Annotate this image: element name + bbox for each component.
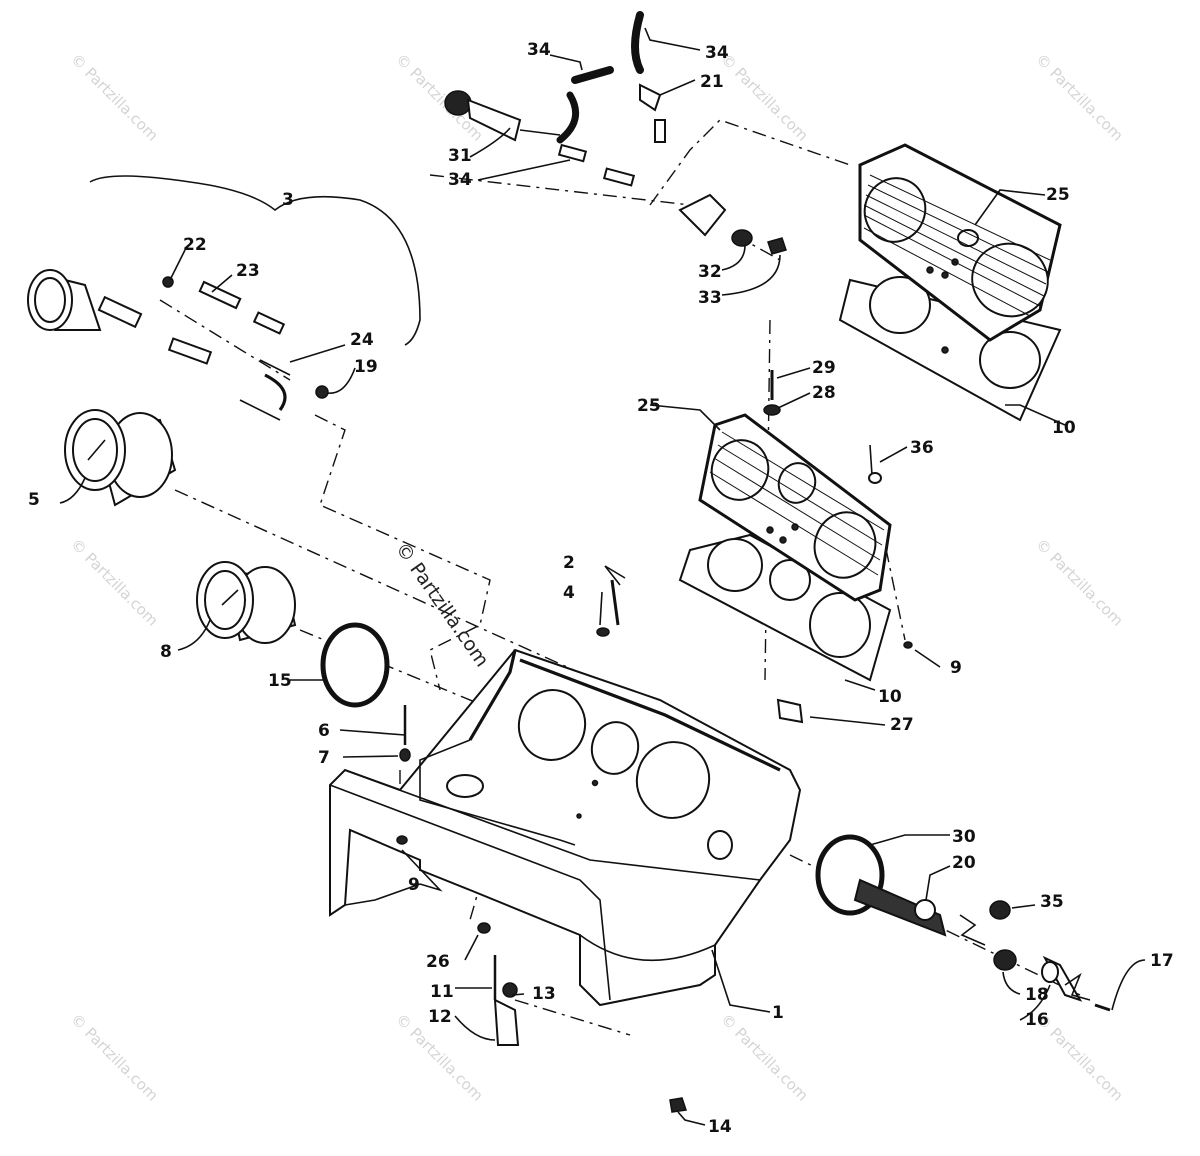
callout-c8: 8 (160, 642, 172, 662)
watermark-text: © Partzilla.com (1032, 535, 1127, 630)
callout-c36: 36 (910, 438, 934, 458)
console-body (329, 648, 802, 1007)
callout-c5: 5 (28, 490, 40, 510)
callout-c28: 28 (812, 383, 836, 403)
callout-c24: 24 (350, 330, 374, 350)
callout-c19: 19 (354, 357, 378, 377)
group-bracket (89, 175, 421, 346)
callout-c26: 26 (426, 952, 450, 972)
callout-c9a: 9 (950, 658, 962, 678)
callout-c27: 27 (890, 715, 914, 735)
fasteners (396, 370, 913, 1113)
callout-c25a: 25 (1046, 185, 1070, 205)
callout-c34c: 34 (448, 170, 472, 190)
watermark-text: © Partzilla.com (67, 1010, 162, 1105)
callout-c35: 35 (1040, 892, 1064, 912)
choke-assembly (444, 11, 787, 255)
watermark-text: © Partzilla.com (717, 1010, 812, 1105)
callout-c29: 29 (812, 358, 836, 378)
callout-c34b: 34 (705, 43, 729, 63)
callout-c16: 16 (1025, 1010, 1049, 1030)
grille-lines (863, 174, 1051, 317)
grille-lines-lower (709, 431, 885, 576)
callout-c18: 18 (1025, 985, 1049, 1005)
watermark-text: © Partzilla.com (392, 50, 487, 145)
callout-c14: 14 (708, 1117, 732, 1137)
callout-c23: 23 (236, 261, 260, 281)
callout-c9b: 9 (408, 875, 420, 895)
callout-c2: 2 (563, 553, 575, 573)
callout-c33: 33 (698, 288, 722, 308)
callout-c32: 32 (698, 262, 722, 282)
callout-c25b: 25 (637, 396, 661, 416)
callout-c30: 30 (952, 827, 976, 847)
bezel-ring (320, 622, 390, 708)
callout-c3: 3 (282, 190, 294, 210)
callout-c34a: 34 (527, 40, 551, 60)
callout-labels: 1234567899101011121314151617181920212223… (28, 40, 1174, 1137)
watermark-text: © Partzilla.com (1032, 50, 1127, 145)
pushbutton-assembly (815, 834, 1111, 1012)
callout-c11: 11 (430, 982, 454, 1002)
callout-c22: 22 (183, 235, 207, 255)
callout-c10b: 10 (878, 687, 902, 707)
callout-c13: 13 (532, 984, 556, 1004)
bezel-lower (678, 413, 892, 682)
callout-c10a: 10 (1052, 418, 1076, 438)
callout-c6: 6 (318, 721, 330, 741)
callout-c15: 15 (268, 671, 292, 691)
gauge-8 (196, 561, 297, 644)
callout-c20: 20 (952, 853, 976, 873)
watermark-text: © Partzilla.com (717, 50, 812, 145)
gauge-3-assembly (27, 269, 329, 421)
callout-c21: 21 (700, 72, 724, 92)
callout-c4: 4 (563, 583, 575, 603)
watermark-text: © Partzilla.com (67, 535, 162, 630)
watermark-text: © Partzilla.com (67, 50, 162, 145)
callout-c31: 31 (448, 146, 472, 166)
bezel-upper (838, 143, 1062, 422)
leader-lines (59, 27, 1146, 1126)
callout-c12: 12 (428, 1007, 452, 1027)
callout-c17: 17 (1150, 951, 1174, 971)
callout-c1: 1 (772, 1003, 784, 1023)
gauge-5 (64, 409, 177, 507)
callout-c7: 7 (318, 748, 330, 768)
